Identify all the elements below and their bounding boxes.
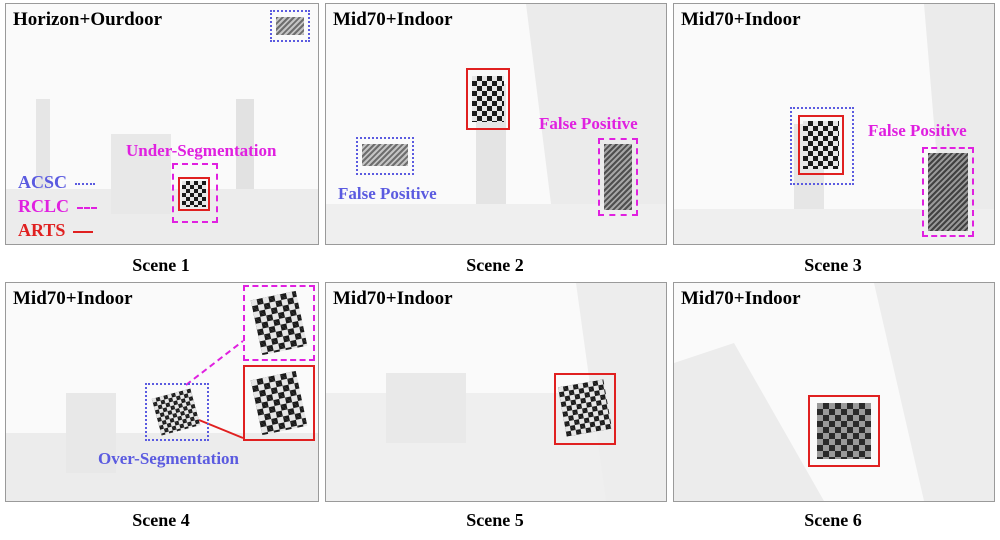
scene-label: Scene 2 [466,255,524,275]
scene-label: Scene 4 [132,510,190,530]
scene-label: Scene 1 [132,255,190,275]
legend-label: ARTS [18,220,66,240]
rclc-box [922,147,974,237]
scene-label: Scene 5 [466,510,524,530]
panel-scene-5: Mid70+Indoor [325,282,667,502]
arts-box [798,115,844,175]
legend-acsc: ACSC [18,172,95,193]
legend-arts: ARTS [18,220,93,241]
rclc-box [243,285,315,361]
false-positive-rclc-label: False Positive [868,121,967,140]
acsc-box [145,383,209,441]
panel-title: Mid70+Indoor [333,9,453,30]
point-cloud-background [6,340,318,501]
panel-title: Mid70+Indoor [13,288,133,309]
panel-scene-3: Mid70+Indoor False Positive [673,3,995,245]
panel-scene-6: Mid70+Indoor [673,282,995,502]
panel-scene-2: Mid70+Indoor False Positive False Positi… [325,3,667,245]
panel-scene-4: Mid70+Indoor Over-Segmentation [5,282,319,502]
scene-label: Scene 6 [804,510,862,530]
checkerboard [803,121,839,169]
checkerboard [817,403,871,459]
panel-scene-1: Horizon+Ourdoor Under-Segmentation ACSC … [5,3,319,245]
point-cloud-background [674,283,994,501]
arts-box [808,395,880,467]
legend-line-dashed [76,206,97,209]
rclc-box [172,163,218,223]
scene-label: Scene 3 [804,255,862,275]
point-cluster [928,153,968,231]
arts-box [554,373,616,445]
panel-title: Horizon+Ourdoor [13,9,163,30]
point-cluster [362,144,408,166]
false-positive-rclc-label: False Positive [539,114,638,133]
legend-label: RCLC [18,196,70,216]
legend-line-solid [72,230,93,233]
acsc-box [790,107,854,185]
point-cluster [276,17,304,35]
panel-title: Mid70+Indoor [333,288,453,309]
legend-line-dotted [74,182,95,185]
panel-title: Mid70+Indoor [681,9,801,30]
checkerboard [472,76,504,122]
under-segmentation-label: Under-Segmentation [126,141,277,160]
acsc-box [356,137,414,175]
legend-rclc: RCLC [18,196,97,217]
panel-title: Mid70+Indoor [681,288,801,309]
arts-box [243,365,315,441]
checkerboard [558,379,612,437]
false-positive-acsc-label: False Positive [338,184,437,203]
arts-box [178,177,210,211]
over-segmentation-label: Over-Segmentation [98,449,240,468]
point-cloud-background [326,283,666,501]
point-cloud-background [6,99,318,244]
rclc-box [598,138,638,216]
arts-box [466,68,510,130]
acsc-box [270,10,310,42]
legend-label: ACSC [18,172,68,192]
point-cluster [604,144,632,210]
checkerboard [182,181,206,207]
